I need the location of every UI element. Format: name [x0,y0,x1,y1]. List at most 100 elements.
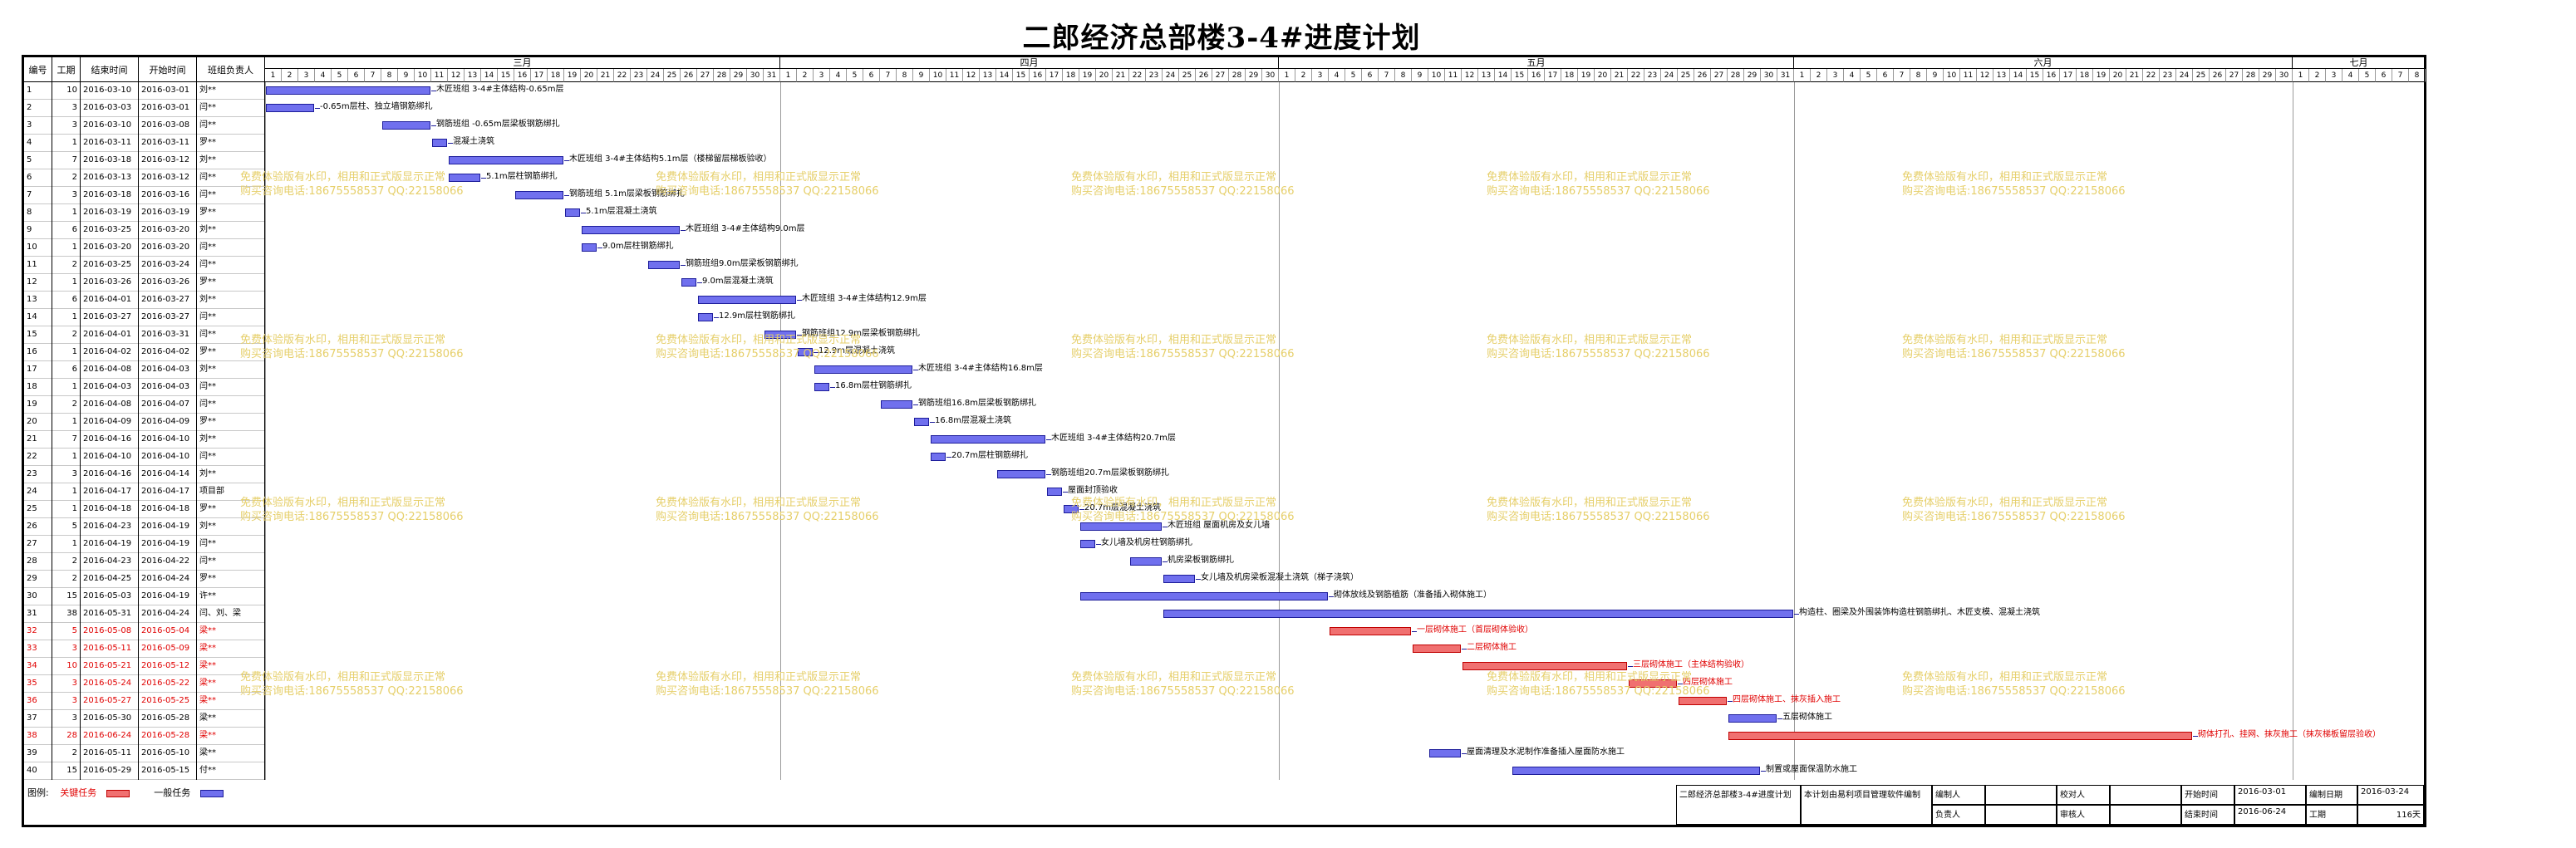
dependency-line [797,300,802,301]
gantt-bar[interactable] [1728,732,2192,740]
gantt-bar[interactable] [698,313,713,321]
gantt-bar[interactable] [814,383,829,391]
gantt-bar[interactable] [881,400,912,409]
gantt-bar[interactable] [698,296,796,304]
gantt-bar[interactable] [1080,540,1095,548]
gantt-bar[interactable] [1080,522,1162,531]
gantt-bar[interactable] [1629,679,1677,688]
gantt-bar[interactable] [1413,645,1461,653]
gantt-bar[interactable] [582,243,597,252]
gantt-bar[interactable] [382,121,430,130]
task-owner: 付** [197,762,265,780]
task-owner: 闫** [197,257,265,274]
task-num: 5 [24,152,52,169]
watermark-line-2: 购买咨询电话:18675558537 QQ:22158066 [1487,185,1710,198]
gantt-bar[interactable] [432,139,447,147]
task-end: 2016-05-31 [81,605,139,623]
gantt-bar[interactable] [1728,714,1777,723]
gantt-bar[interactable] [648,261,680,269]
task-duration: 3 [52,187,81,204]
gantt-bar[interactable] [1163,610,1793,618]
day-label: 30 [1262,69,1279,82]
tb-compile-label: 编制人 [1932,785,1985,805]
gantt-bar[interactable] [1047,488,1062,496]
gantt-bar-label: 9.0m层混凝土浇筑 [702,277,774,286]
gantt-bar[interactable] [997,470,1045,478]
gantt-bar[interactable] [1130,557,1162,566]
day-label: 12 [963,69,980,82]
task-duration: 2 [52,571,81,588]
gantt-bar[interactable] [565,208,580,217]
gantt-bar[interactable] [449,156,563,164]
tb-owner-label: 负责人 [1932,805,1985,825]
gantt-bar[interactable] [449,174,480,182]
gantt-bar[interactable] [798,348,813,356]
gantt-bar[interactable] [931,435,1045,444]
gantt-bar[interactable] [931,453,946,461]
gantt-bar[interactable] [1429,749,1461,757]
task-start: 2016-03-01 [139,82,197,100]
gantt-bar[interactable] [1512,767,1760,775]
gantt-bar[interactable] [1080,592,1328,600]
gantt-bar-label: -0.65m层柱、独立墙钢筋绑扎 [320,102,433,111]
gantt-bar[interactable] [1463,662,1627,670]
gantt-bar[interactable] [266,104,314,112]
day-label: 27 [697,69,714,82]
gantt-bar-label: 钢筋班组9.0m层梁板钢筋绑扎 [686,259,799,268]
gantt-bar[interactable] [1064,505,1079,513]
task-num: 37 [24,710,52,728]
gantt-bar[interactable] [764,331,796,339]
gantt-bar[interactable] [515,191,563,199]
gantt-bar[interactable] [582,226,680,234]
gantt-bar[interactable] [1163,575,1195,583]
gantt-bar[interactable] [681,278,696,287]
gantt-bar[interactable] [814,365,912,374]
watermark-line-2: 购买咨询电话:18675558537 QQ:22158066 [1487,348,1710,360]
gantt-bar[interactable] [1330,627,1411,635]
gantt-bar[interactable] [1679,697,1727,705]
watermark: 免费体验版有水印，相用和正式版显示正常购买咨询电话:18675558537 QQ… [1487,670,1710,698]
gantt-bar[interactable] [914,418,929,426]
gantt-bar[interactable] [266,86,430,95]
